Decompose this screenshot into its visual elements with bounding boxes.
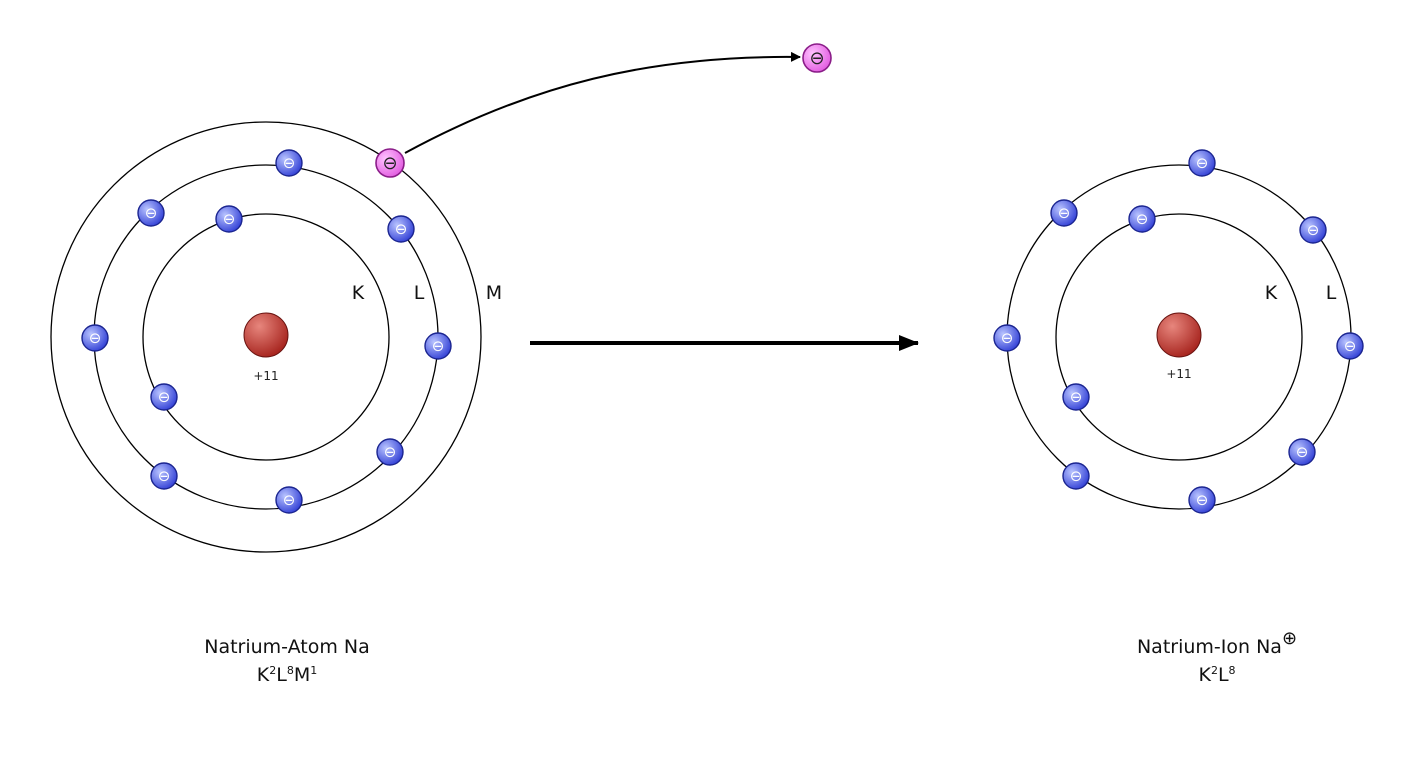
ion-nucleus [1156,312,1202,358]
svg-text:⊖: ⊖ [1070,388,1083,406]
ion-shell-label-k: K [1265,282,1278,304]
electron: ⊖ [424,332,452,360]
atom-shell-label-l: L [414,282,425,304]
electron: ⊖ [215,205,243,233]
ion-caption-name: Natrium-Ion Na⊕ [1136,628,1298,659]
electron: ⊖ [1128,205,1156,233]
atom-caption-name: Natrium-Atom Na [204,636,370,658]
svg-text:⊖: ⊖ [809,48,824,69]
electron: ⊖ [993,324,1021,352]
svg-text:⊖: ⊖ [89,329,102,347]
atom-nucleus [243,312,289,358]
atom-shell-label-m: M [486,282,502,304]
svg-text:⊖: ⊖ [145,204,158,222]
electron: ⊖ [150,383,178,411]
svg-text:⊖: ⊖ [158,467,171,485]
electron: ⊖ [1336,332,1364,360]
svg-text:⊖: ⊖ [384,443,397,461]
electron: ⊖ [1062,383,1090,411]
svg-text:⊖: ⊖ [1070,467,1083,485]
svg-text:⊖: ⊖ [1307,221,1320,239]
svg-text:⊖: ⊖ [1136,210,1149,228]
ejection-arrow [404,51,801,154]
ion-nucleus-charge: +11 [1166,367,1191,381]
electron: ⊖ [1050,199,1078,227]
atom-nucleus-charge: +11 [253,369,278,383]
electron: ⊖ [137,199,165,227]
svg-text:⊖: ⊖ [223,210,236,228]
electron: ⊖ [387,215,415,243]
electron: ⊖ [150,462,178,490]
electron: ⊖ [1062,462,1090,490]
svg-text:⊖: ⊖ [1344,337,1357,355]
svg-text:⊖: ⊖ [158,388,171,406]
electron: ⊖ [376,438,404,466]
ion-caption: Natrium-Ion Na⊕ K2L8 [1067,628,1367,689]
electron: ⊖ [1299,216,1327,244]
svg-text:⊖: ⊖ [395,220,408,238]
svg-text:⊖: ⊖ [283,491,296,509]
svg-text:⊖: ⊖ [1058,204,1071,222]
positive-charge-symbol: ⊕ [1281,628,1298,649]
electron: ⊖ [1188,486,1216,514]
svg-text:⊖: ⊖ [1001,329,1014,347]
sodium-ion: +11 K L ⊖ ⊖ ⊖ ⊖ ⊖ ⊖ ⊖ [993,149,1364,514]
atom-caption: Natrium-Atom Na K2L8M1 [137,633,437,689]
ion-shell-label-l: L [1326,282,1337,304]
atom-shell-k [142,213,390,461]
ion-electron-configuration: K2L8 [1198,664,1236,686]
electron: ⊖ [275,486,303,514]
svg-text:⊖: ⊖ [432,337,445,355]
svg-text:⊖: ⊖ [382,153,397,174]
sodium-atom: +11 K L M ⊖ ⊖ ⊖ ⊖ ⊖ ⊖ [50,121,502,553]
atom-electron-configuration: K2L8M1 [256,664,318,686]
valence-electron: ⊖ [375,148,405,178]
electron: ⊖ [1288,438,1316,466]
electron: ⊖ [81,324,109,352]
atom-shell-m [50,121,482,553]
svg-text:⊖: ⊖ [1296,443,1309,461]
atom-shell-label-k: K [352,282,365,304]
electron: ⊖ [1188,149,1216,177]
ion-shell-k [1055,213,1303,461]
svg-text:⊖: ⊖ [1196,491,1209,509]
svg-text:⊖: ⊖ [283,154,296,172]
ejected-electron: ⊖ [802,43,832,73]
electron: ⊖ [275,149,303,177]
svg-text:⊖: ⊖ [1196,154,1209,172]
